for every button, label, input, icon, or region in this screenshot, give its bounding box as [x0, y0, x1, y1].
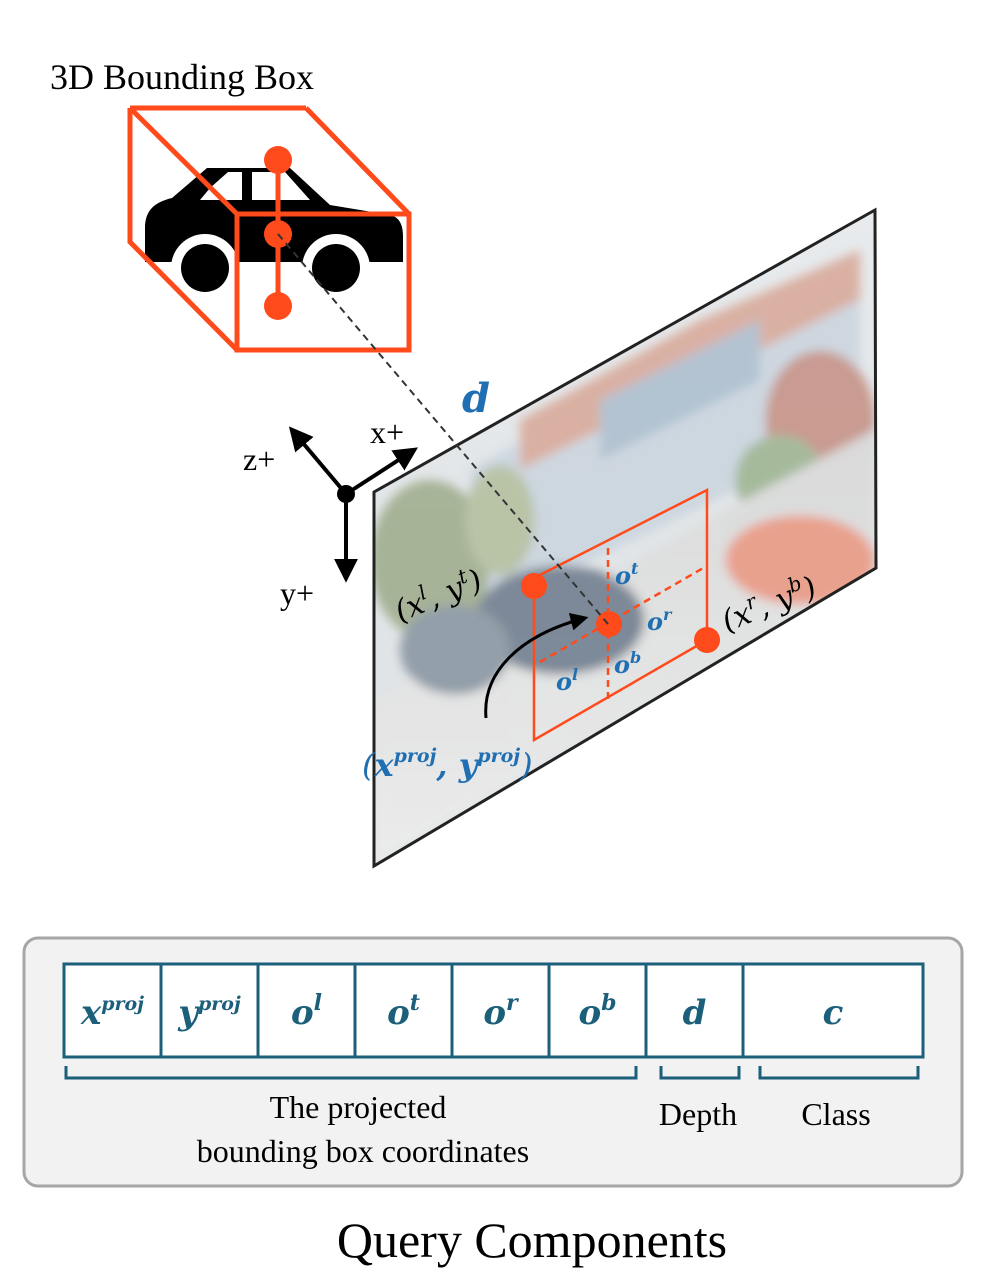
query-cell-label: or [483, 990, 519, 1033]
query-cell [450, 962, 551, 1059]
query-cell-label: ot [387, 990, 420, 1033]
caption: Query Components [337, 1212, 727, 1268]
query-cell [62, 962, 163, 1059]
query-cell-label: ol [291, 990, 322, 1033]
class-group-label: Class [801, 1096, 870, 1132]
coords-brace [64, 1066, 638, 1080]
offset-left-label: ol [556, 665, 578, 696]
z-axis-label: z+ [243, 441, 275, 477]
query-cell-label: c [823, 993, 844, 1033]
coords-group-label-line2: bounding box coordinates [197, 1133, 529, 1169]
query-cell-label: ob [578, 990, 616, 1033]
query-cell [547, 962, 648, 1059]
depth-ray [277, 233, 609, 625]
depth-group-label: Depth [659, 1096, 737, 1132]
query-cell-label: yproj [177, 993, 241, 1033]
coords-group-label-line1: The projected [270, 1089, 447, 1125]
offset-line-horizontal [539, 565, 706, 664]
offset-bottom-label: ob [614, 648, 641, 679]
depth-label: d [462, 375, 490, 422]
camera-axes: z+ x+ y+ [243, 414, 419, 611]
projected-center-label: (xproj, yproj) [362, 745, 533, 784]
y-axis-label: y+ [280, 575, 314, 611]
projected-center-arrow [484, 612, 589, 719]
class-brace [758, 1066, 920, 1080]
query-cell [741, 962, 925, 1059]
query-vector: xproj yproj ol ot or ob d c [62, 962, 925, 1059]
query-cell-label: d [683, 993, 707, 1033]
corner-bottom-right-point [694, 627, 720, 653]
car-3d-box [127, 105, 412, 353]
offset-top-label: ot [615, 559, 639, 590]
query-cell-label: xproj [80, 993, 144, 1033]
corner-top-left-point [521, 573, 547, 599]
depth-brace [659, 1066, 741, 1080]
query-cell [644, 962, 745, 1059]
offset-right-label: or [647, 605, 673, 636]
projected-center-point [596, 611, 622, 637]
query-cell [256, 962, 357, 1059]
diagram-title: 3D Bounding Box [50, 57, 314, 97]
x-axis-label: x+ [370, 414, 404, 450]
